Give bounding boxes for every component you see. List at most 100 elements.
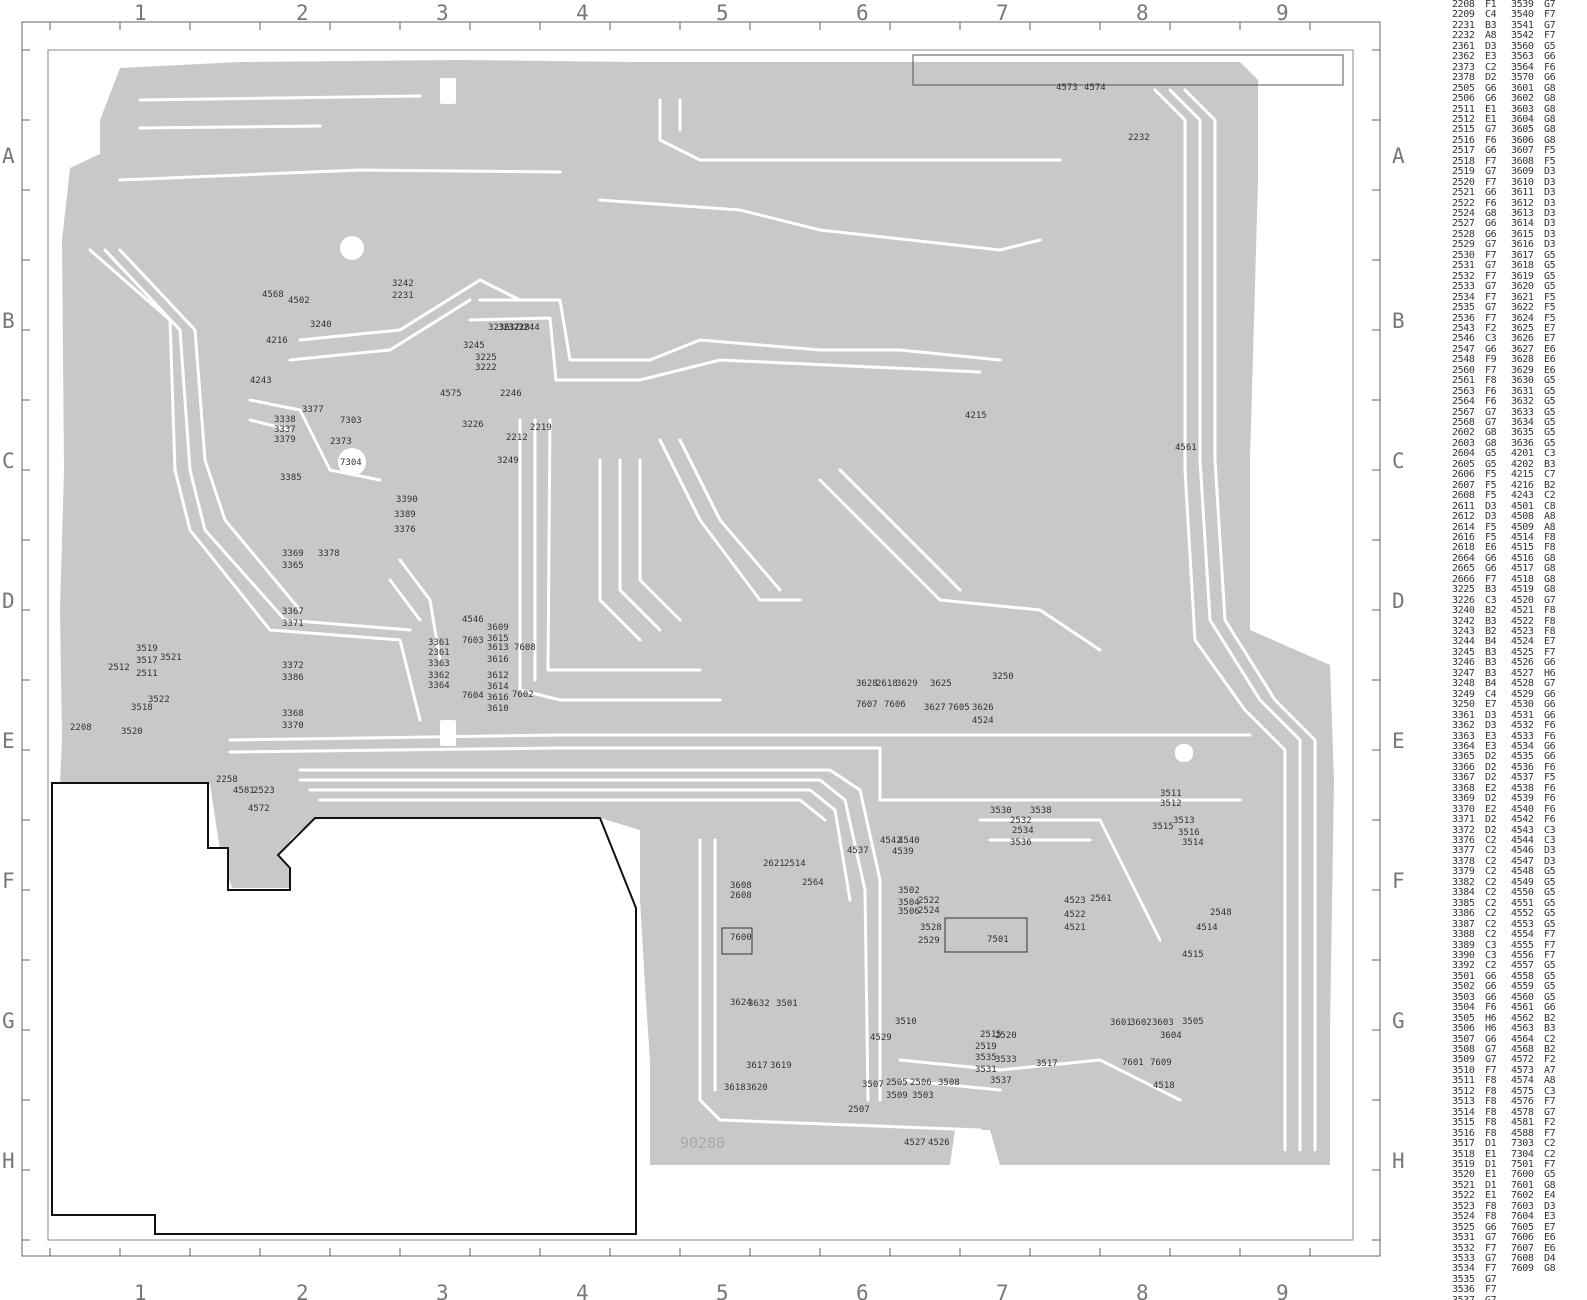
index-ref: 2512 — [1452, 113, 1475, 125]
index-ref: 3246 — [1452, 657, 1475, 669]
index-grid: F5 — [1544, 302, 1556, 314]
index-ref: 3540 — [1511, 9, 1534, 21]
component-label: 2219 — [530, 423, 552, 433]
index-ref: 4555 — [1511, 939, 1534, 951]
index-grid: F7 — [1485, 270, 1497, 282]
index-grid: G5 — [1544, 960, 1556, 972]
index-ref: 4551 — [1511, 897, 1534, 909]
index-ref: 3520 — [1452, 1169, 1475, 1181]
component-label: 3533 — [995, 1055, 1017, 1065]
index-ref: 3369 — [1452, 793, 1475, 805]
index-ref: 3240 — [1452, 605, 1475, 617]
component-label: 3515 — [1152, 822, 1174, 832]
index-grid: C3 — [1544, 824, 1556, 836]
index-ref: 2232 — [1452, 30, 1475, 42]
index-grid: D3 — [1544, 176, 1556, 188]
component-label: 3367 — [282, 607, 304, 617]
component-label: 3385 — [280, 473, 302, 483]
index-ref: 4517 — [1511, 563, 1534, 575]
component-label: 4515 — [1182, 950, 1204, 960]
index-grid: G6 — [1485, 552, 1497, 564]
component-label: 3615 — [487, 634, 509, 644]
component-label: 3390 — [396, 495, 418, 505]
index-grid: F7 — [1485, 1284, 1497, 1296]
index-ref: 3531 — [1452, 1232, 1475, 1244]
component-label: 4561 — [1175, 443, 1197, 453]
index-grid: D2 — [1485, 761, 1497, 773]
index-ref: 4564 — [1511, 1033, 1534, 1045]
index-grid: G6 — [1485, 1033, 1497, 1045]
index-grid: G7 — [1485, 1295, 1511, 1300]
index-grid: E6 — [1544, 364, 1556, 376]
index-grid: C2 — [1544, 490, 1556, 502]
index-grid: F5 — [1485, 521, 1497, 533]
index-grid: D1 — [1485, 1158, 1497, 1170]
connector-outline — [912, 54, 1344, 86]
index-ref: 4553 — [1511, 918, 1534, 930]
index-grid: C2 — [1485, 866, 1497, 878]
index-ref: 3245 — [1452, 646, 1475, 658]
index-ref: 4501 — [1511, 500, 1534, 512]
index-ref: 2519 — [1452, 166, 1475, 178]
index-grid: F9 — [1485, 354, 1497, 366]
index-ref: 4519 — [1511, 584, 1534, 596]
index-grid: G5 — [1544, 437, 1556, 449]
index-grid: D3 — [1544, 208, 1556, 219]
component-label: 2512 — [108, 663, 130, 673]
component-label: 3370 — [282, 721, 304, 731]
grid-row-label: D — [2, 589, 15, 613]
index-grid: G6 — [1544, 699, 1556, 711]
index-grid: G6 — [1485, 563, 1497, 575]
index-ref: 2515 — [1452, 124, 1475, 136]
index-grid: E6 — [1485, 542, 1497, 554]
grid-col-label: 1 — [134, 1281, 147, 1300]
grid-col-label: 9 — [1276, 1281, 1289, 1300]
index-grid: D2 — [1485, 751, 1497, 763]
component-label: 2361 — [428, 648, 450, 658]
index-ref: 4538 — [1511, 782, 1534, 794]
grid-row-label: E — [2, 729, 15, 753]
index-ref: 4542 — [1511, 814, 1534, 826]
index-row: 3537G7 — [1452, 1295, 1511, 1300]
index-grid: G6 — [1485, 228, 1497, 240]
index-grid: E7 — [1544, 322, 1556, 334]
component-label: 4573 — [1056, 83, 1078, 93]
index-grid: G6 — [1485, 970, 1497, 982]
index-ref: 4581 — [1511, 1117, 1534, 1129]
index-ref: 4554 — [1511, 929, 1534, 941]
index-ref: 3376 — [1452, 835, 1475, 846]
index-grid: G5 — [1544, 375, 1556, 387]
component-label: 3602 — [1130, 1018, 1152, 1028]
index-grid: G5 — [1544, 260, 1556, 272]
index-grid: G5 — [1544, 385, 1556, 397]
index-grid: G5 — [1544, 40, 1556, 52]
index-grid: F2 — [1544, 1054, 1556, 1066]
component-label: 2548 — [1210, 908, 1232, 918]
index-ref: 3505 — [1452, 1012, 1475, 1024]
grid-col-label: 5 — [716, 1281, 729, 1300]
index-grid: F7 — [1485, 176, 1497, 188]
index-ref: 2611 — [1452, 500, 1475, 512]
index-ref: 3631 — [1511, 385, 1534, 397]
index-ref: 3368 — [1452, 782, 1475, 794]
index-grid: C3 — [1485, 949, 1497, 961]
component-label: 3514 — [1182, 838, 1204, 848]
index-ref: 3249 — [1452, 688, 1475, 700]
index-grid: B2 — [1485, 605, 1497, 617]
